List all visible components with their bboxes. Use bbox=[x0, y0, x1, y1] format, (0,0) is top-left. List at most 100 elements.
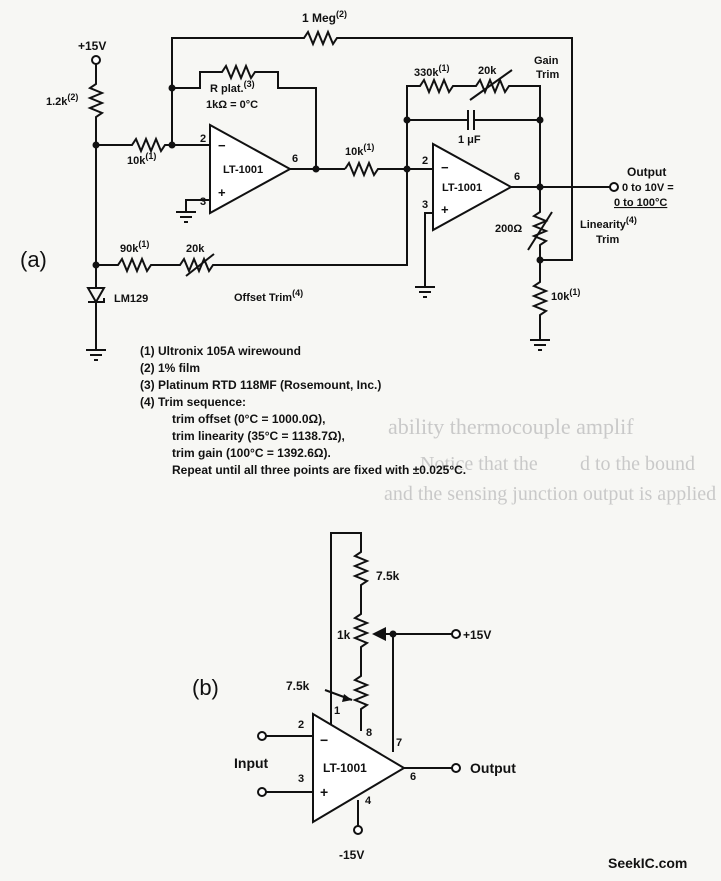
bleed-line-3: d to the bound bbox=[580, 453, 695, 475]
note-4-linearity: trim linearity (35°C = 1138.7Ω), bbox=[172, 429, 345, 443]
note-1: (1) Ultronix 105A wirewound bbox=[140, 344, 301, 358]
note-2: (2) 1% film bbox=[140, 361, 200, 375]
note-4: (4) Trim sequence: bbox=[140, 395, 246, 409]
opamp1-pin3: 3 bbox=[200, 196, 206, 208]
opamp1-gnd-wire bbox=[185, 199, 210, 212]
watermark: SeekIC.com bbox=[608, 855, 687, 871]
opamp2-pin3: 3 bbox=[422, 199, 428, 211]
pin1-label: 1 bbox=[334, 705, 340, 717]
supply-neg-terminal[interactable] bbox=[353, 825, 363, 835]
circuit-b: (b) 7.5k 1k 7.5k +15V LT-1001 − + 1 8 7 … bbox=[192, 532, 516, 862]
opamp-b-plus: + bbox=[320, 784, 328, 800]
lm129-reference-diode bbox=[86, 265, 106, 350]
ground-symbol bbox=[86, 349, 106, 361]
r-top-label: 7.5k bbox=[376, 569, 400, 583]
opamp2-gnd-wire bbox=[424, 212, 433, 287]
offset-trim-label: Offset Trim(4) bbox=[234, 288, 303, 304]
note-3: (3) Platinum RTD 118MF (Rosemount, Inc.) bbox=[140, 378, 381, 392]
lm129-label: LM129 bbox=[114, 293, 148, 305]
supply-pos-label: +15V bbox=[463, 628, 491, 642]
ground-symbol bbox=[415, 286, 435, 298]
linearity-trim-arrow bbox=[527, 211, 553, 251]
output-title: Output bbox=[627, 165, 666, 179]
opamp2 bbox=[432, 142, 514, 232]
r-20k-gain-label: 20k bbox=[478, 65, 497, 77]
r-200-label: 200Ω bbox=[495, 223, 522, 235]
opamp2-pin6: 6 bbox=[514, 171, 520, 183]
panel-a-label: (a) bbox=[20, 247, 47, 272]
r-1meg-loop bbox=[171, 29, 573, 261]
opamp1-pin6: 6 bbox=[292, 153, 298, 165]
input-inv-terminal[interactable] bbox=[257, 731, 267, 741]
bleed-line-2: Notice that the bbox=[420, 453, 538, 475]
bleed-through-text: ability thermocouple amplif Notice that … bbox=[384, 414, 721, 505]
opamp2-plus: + bbox=[441, 202, 449, 217]
r-10k-mid-label: 10k(1) bbox=[345, 142, 374, 158]
opamp2-minus: − bbox=[441, 160, 449, 175]
note-4-gain: trim gain (100°C = 1392.6Ω). bbox=[172, 446, 331, 460]
note-4-repeat: Repeat until all three points are fixed … bbox=[172, 463, 466, 477]
gain-feedback bbox=[406, 77, 541, 185]
pin2-label: 2 bbox=[298, 719, 304, 731]
r-90k-label: 90k(1) bbox=[120, 239, 149, 255]
supply-pos-terminal[interactable] bbox=[451, 629, 461, 639]
pot-wiper-arrow bbox=[372, 627, 386, 641]
r-330k-label: 330k(1) bbox=[414, 63, 449, 79]
pin3-label: 3 bbox=[298, 773, 304, 785]
pin8-label: 8 bbox=[366, 727, 372, 739]
rtd-label: R plat.(3) bbox=[210, 79, 255, 95]
opamp2-pin2: 2 bbox=[422, 155, 428, 167]
supply-neg-label: -15V bbox=[339, 848, 364, 862]
supply-label: +15V bbox=[78, 39, 106, 53]
trim-network bbox=[330, 532, 370, 731]
output-range-1: 0 to 10V = bbox=[622, 182, 674, 194]
junction bbox=[536, 116, 544, 124]
pin7-label: 7 bbox=[396, 737, 402, 749]
offset-trim-arrow bbox=[185, 253, 215, 277]
r-10k-mid bbox=[344, 160, 433, 178]
junction bbox=[312, 165, 320, 173]
output-b-terminal[interactable] bbox=[451, 763, 461, 773]
pot-label: 1k bbox=[337, 628, 351, 642]
pin4-label: 4 bbox=[365, 795, 372, 807]
offset-path bbox=[96, 169, 408, 274]
gain-trim-label-1: Gain bbox=[534, 55, 559, 67]
r-1-2k-label: 1.2k(2) bbox=[46, 92, 78, 108]
pointer-arrowhead bbox=[342, 694, 352, 702]
junction bbox=[403, 116, 411, 124]
output-range-2: 0 to 100°C bbox=[614, 197, 667, 209]
cap-label: 1 μF bbox=[458, 134, 481, 146]
opamp1-plus: + bbox=[218, 185, 226, 200]
opamp-b bbox=[312, 712, 406, 824]
circuit-a: (a) +15V 1.2k(2) 10k(1) 1 Meg(2) R plat.… bbox=[20, 9, 674, 361]
opamp1-label: LT-1001 bbox=[223, 164, 263, 176]
gain-trim-arrow bbox=[469, 69, 513, 101]
output-terminal[interactable] bbox=[609, 182, 619, 192]
left-vertical-wire bbox=[87, 64, 105, 265]
panel-b-label: (b) bbox=[192, 675, 219, 700]
r-10k-lin-label: 10k(1) bbox=[551, 287, 580, 303]
r-1meg-label: 1 Meg(2) bbox=[302, 9, 347, 25]
input-noninv-terminal[interactable] bbox=[257, 787, 267, 797]
opamp-b-minus: − bbox=[320, 732, 328, 748]
opamp1-pin2: 2 bbox=[200, 133, 206, 145]
pin6-label: 6 bbox=[410, 771, 416, 783]
opamp-b-label: LT-1001 bbox=[323, 761, 367, 775]
linearity-trim-label-2: Trim bbox=[596, 234, 619, 246]
rtd-value: 1kΩ = 0°C bbox=[206, 99, 258, 111]
opamp2-label: LT-1001 bbox=[442, 182, 482, 194]
linearity-trim-label-1: Linearity(4) bbox=[580, 215, 637, 231]
input-label: Input bbox=[234, 755, 269, 771]
r-10k-input bbox=[96, 136, 172, 154]
r-10k-input-label: 10k(1) bbox=[127, 151, 156, 167]
ground-symbol bbox=[176, 211, 196, 223]
opamp1 bbox=[209, 123, 293, 215]
gain-trim-label-2: Trim bbox=[536, 69, 559, 81]
component-notes: (1) Ultronix 105A wirewound (2) 1% film … bbox=[140, 344, 466, 477]
note-4-offset: trim offset (0°C = 1000.0Ω), bbox=[172, 412, 325, 426]
rtd-leads bbox=[199, 72, 279, 88]
opamp1-minus: − bbox=[218, 138, 226, 153]
r-bottom-label: 7.5k bbox=[286, 679, 310, 693]
ground-symbol bbox=[530, 339, 550, 351]
